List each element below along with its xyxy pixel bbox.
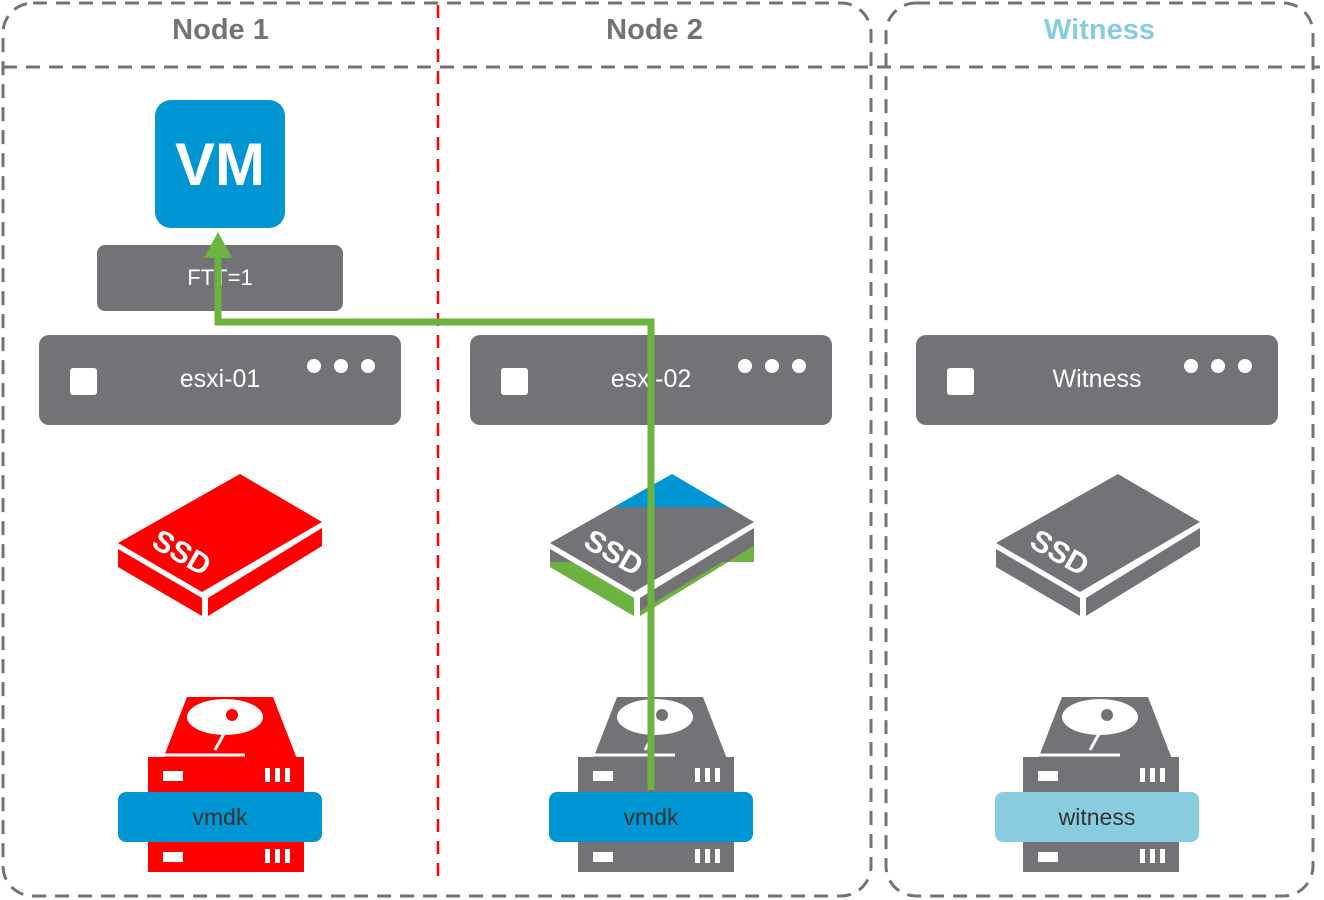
- ssd-icon-witness: SSD: [996, 474, 1200, 616]
- more-options-icon[interactable]: [307, 359, 375, 373]
- component-label-vmdk-node2[interactable]: vmdk: [549, 792, 753, 842]
- witness-site-border: [884, 1, 1315, 898]
- host-status-icon: [501, 368, 528, 395]
- region-title-witness: Witness: [1044, 14, 1155, 46]
- io-path-arrowhead-icon: [204, 232, 232, 258]
- host-name: esxi-01: [179, 365, 261, 393]
- hdd-icon-failed: [148, 697, 304, 872]
- more-options-icon[interactable]: [1184, 359, 1252, 373]
- more-options-icon[interactable]: [738, 359, 806, 373]
- ssd-icon-active: SSD: [550, 474, 754, 616]
- io-path-line: [214, 250, 655, 790]
- stretched-cluster-border: [1, 1, 873, 898]
- host-status-icon: [947, 368, 974, 395]
- region-title-node-2: Node 2: [606, 14, 703, 46]
- vm-icon[interactable]: VM: [155, 100, 285, 228]
- component-label-witness[interactable]: witness: [995, 792, 1199, 842]
- host-status-icon: [70, 368, 97, 395]
- hdd-icon-active: [578, 697, 734, 872]
- component-label-vmdk-node1[interactable]: vmdk: [118, 792, 322, 842]
- ssd-icon-failed: SSD: [118, 474, 322, 616]
- host-esxi-01[interactable]: esxi-01: [39, 335, 401, 425]
- region-title-node-1: Node 1: [172, 14, 269, 46]
- host-witness[interactable]: Witness: [916, 335, 1278, 425]
- host-name: Witness: [1052, 365, 1142, 393]
- hdd-icon-witness: [1023, 697, 1179, 872]
